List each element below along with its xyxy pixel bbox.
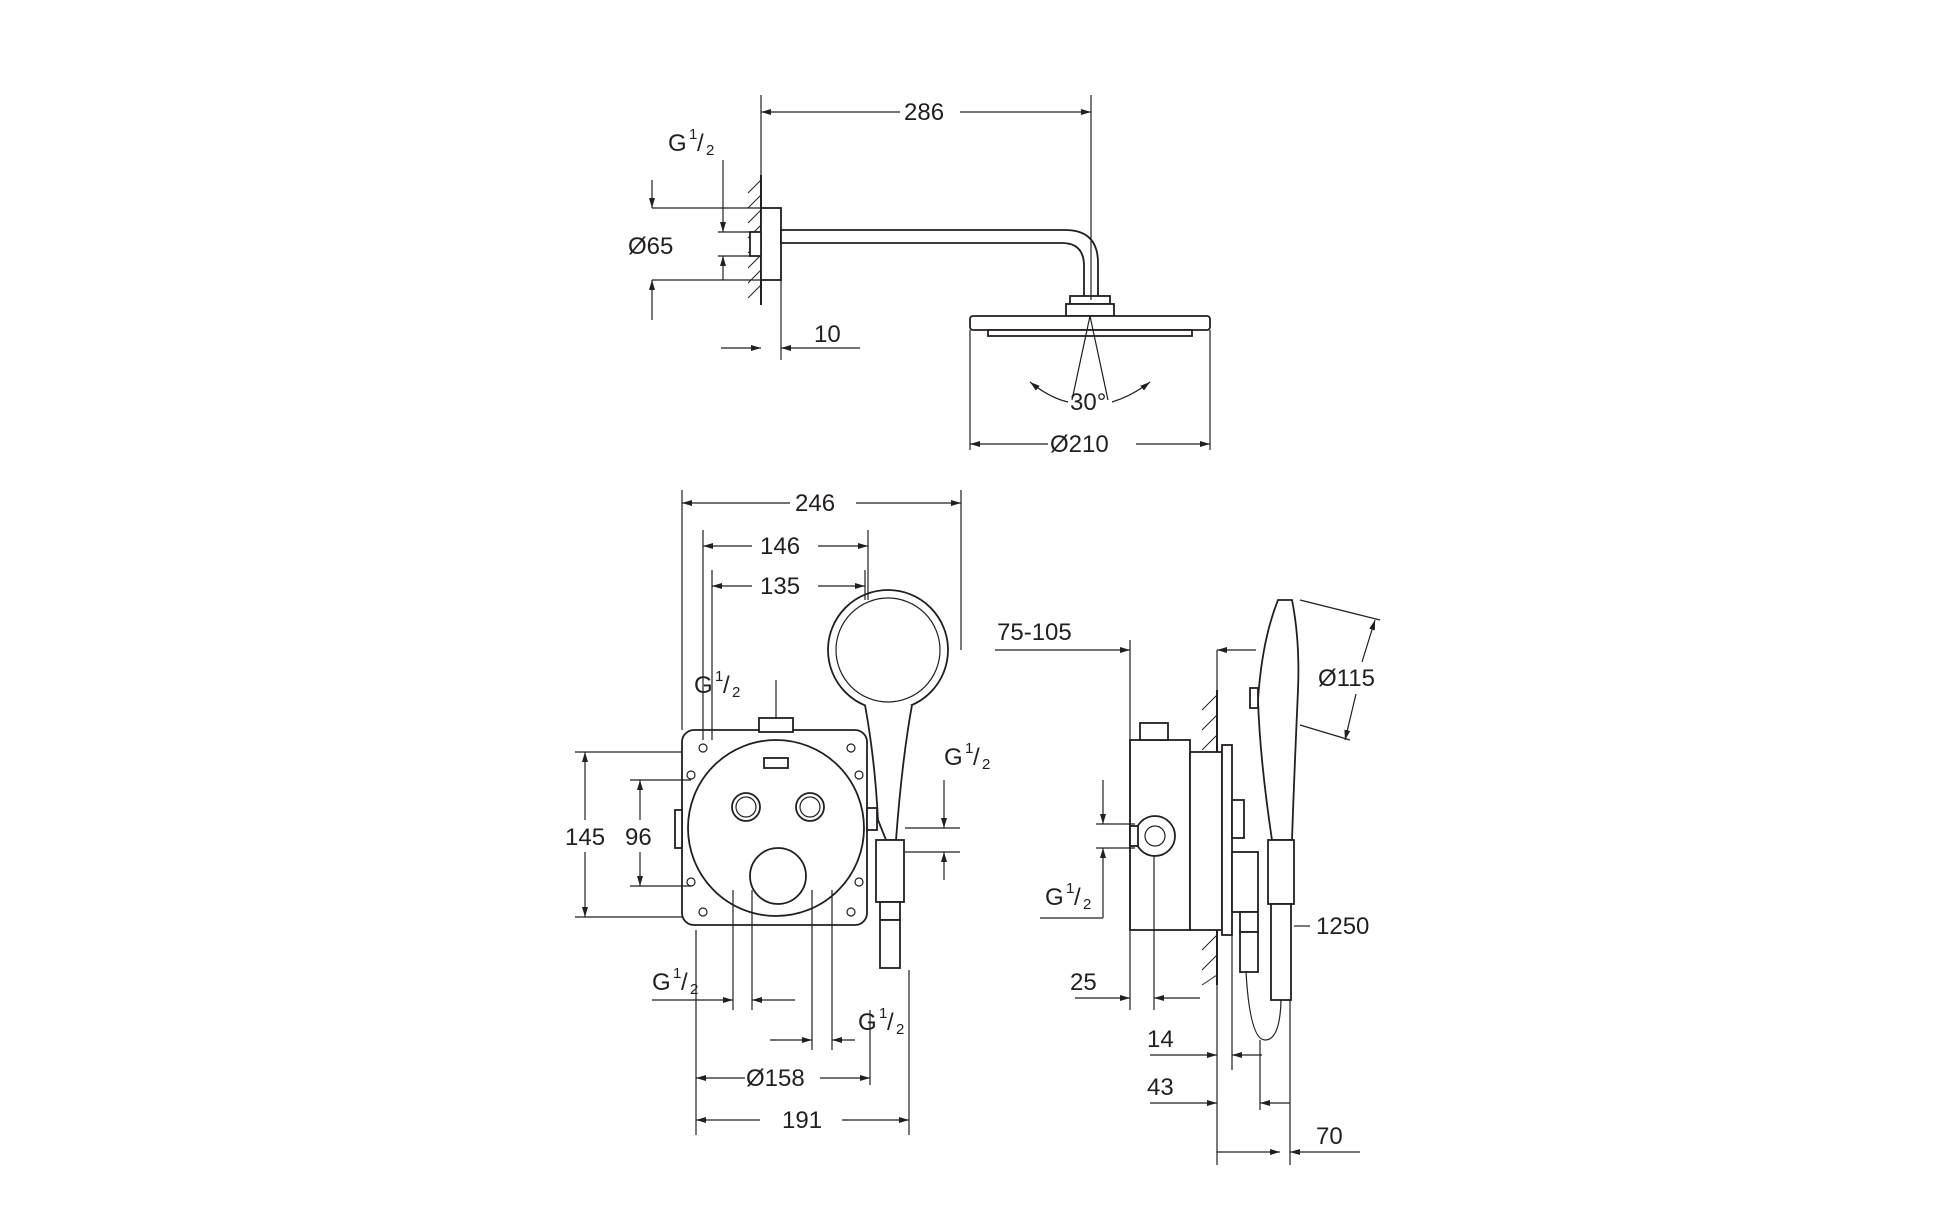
thread-label-bottom-right: G 1 / 2	[770, 1005, 904, 1043]
thread-label-side: G 1 / 2	[1040, 780, 1135, 919]
dim-286: 286	[904, 99, 944, 126]
svg-text:1: 1	[1066, 880, 1074, 897]
dim-14: 14	[1147, 1026, 1174, 1053]
dim-191: 191	[782, 1107, 822, 1134]
thread-label-mixer-right: G 1 / 2	[905, 740, 990, 880]
dim-25: 25	[1070, 969, 1097, 996]
svg-text:1: 1	[673, 965, 681, 982]
svg-text:2: 2	[706, 142, 714, 159]
svg-text:/: /	[723, 672, 730, 699]
head-shower-view: 286 G 1 / 2 Ø65 10 30°	[628, 95, 1211, 458]
dim-diameter-210: Ø210	[1050, 431, 1109, 458]
svg-text:2: 2	[982, 756, 990, 773]
svg-text:/: /	[681, 969, 688, 996]
svg-text:G: G	[652, 969, 671, 996]
thread-label-bottom-left: G 1 / 2	[652, 965, 795, 1003]
shower-arm	[749, 207, 1115, 317]
dim-135: 135	[760, 573, 800, 600]
side-knob	[1231, 851, 1259, 913]
svg-text:/: /	[973, 744, 980, 771]
temperature-knob	[749, 847, 807, 905]
svg-text:G: G	[944, 744, 963, 771]
brand-logo	[763, 757, 789, 769]
dim-246: 246	[795, 490, 835, 517]
trim-plate	[687, 739, 865, 917]
dim-70: 70	[1316, 1123, 1343, 1150]
mixer-front-view: 246 146 135 G 1 / 2 G 1 / 2	[565, 490, 990, 1135]
hand-shower	[827, 589, 949, 969]
svg-text:2: 2	[732, 684, 740, 701]
dim-diameter-158: Ø158	[746, 1065, 805, 1092]
svg-text:/: /	[887, 1009, 894, 1036]
dim-96: 96	[625, 824, 652, 851]
svg-text:2: 2	[1083, 896, 1091, 913]
dim-146: 146	[760, 533, 800, 560]
svg-text:G: G	[1045, 884, 1064, 911]
dim-145: 145	[565, 824, 605, 851]
head-shower-plate	[969, 315, 1211, 337]
dim-1250: 1250	[1316, 913, 1369, 940]
svg-text:2: 2	[690, 981, 698, 998]
svg-text:1: 1	[715, 668, 723, 685]
svg-text:/: /	[1074, 884, 1081, 911]
dim-diameter-65: Ø65	[628, 233, 673, 260]
thread-label-mixer-top: G 1 / 2	[694, 668, 740, 701]
hand-shower-side	[1245, 599, 1300, 1041]
mixer-side-view: 75-105 Ø115 G 1 / 2 1250 25	[995, 599, 1381, 1165]
dim-75-105: 75-105	[997, 619, 1072, 646]
thread-label-top: G 1 / 2	[668, 126, 726, 280]
svg-text:2: 2	[896, 1021, 904, 1038]
svg-text:1: 1	[879, 1005, 887, 1022]
svg-text:G: G	[858, 1009, 877, 1036]
dim-angle-30: 30°	[1070, 389, 1106, 416]
dim-10: 10	[814, 321, 841, 348]
svg-text:1: 1	[689, 126, 697, 143]
svg-text:1: 1	[965, 740, 973, 757]
svg-text:G: G	[668, 130, 687, 157]
dim-diameter-115: Ø115	[1318, 665, 1375, 692]
fraction-slash: /	[697, 130, 704, 157]
dim-43: 43	[1147, 1074, 1174, 1101]
svg-text:G: G	[694, 672, 713, 699]
